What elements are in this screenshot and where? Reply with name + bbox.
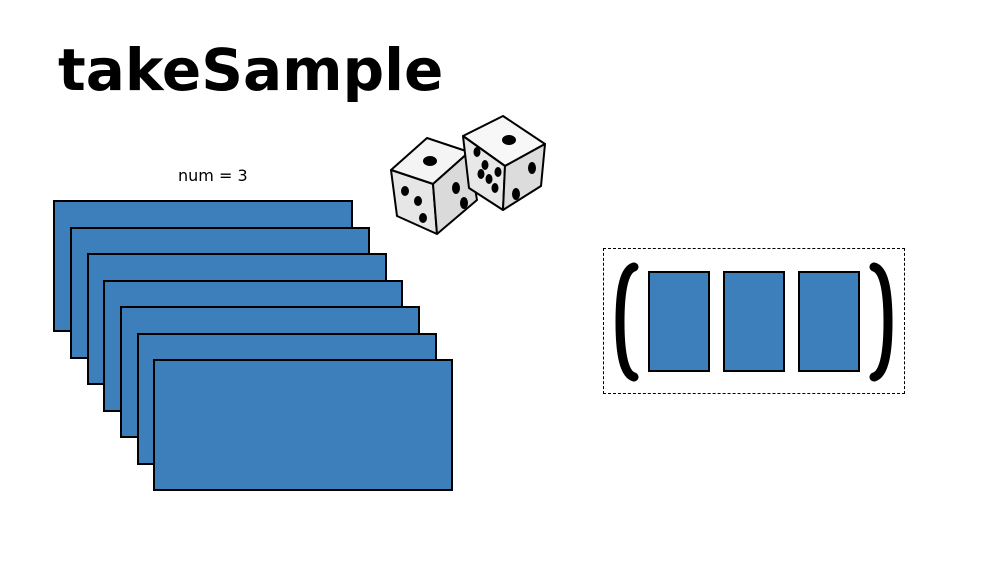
- die-left: [390, 137, 478, 235]
- sampled-card: [723, 271, 785, 372]
- die-right: [462, 115, 546, 211]
- sample-result-box: [603, 248, 905, 394]
- left-bracket-icon: [615, 262, 639, 382]
- sampled-card: [798, 271, 860, 372]
- page-title: takeSample: [58, 36, 444, 104]
- input-card: [153, 359, 453, 491]
- dice-icon: [390, 115, 546, 235]
- right-bracket-icon: [869, 262, 893, 382]
- sampled-card: [648, 271, 710, 372]
- num-parameter-label: num = 3: [178, 166, 248, 185]
